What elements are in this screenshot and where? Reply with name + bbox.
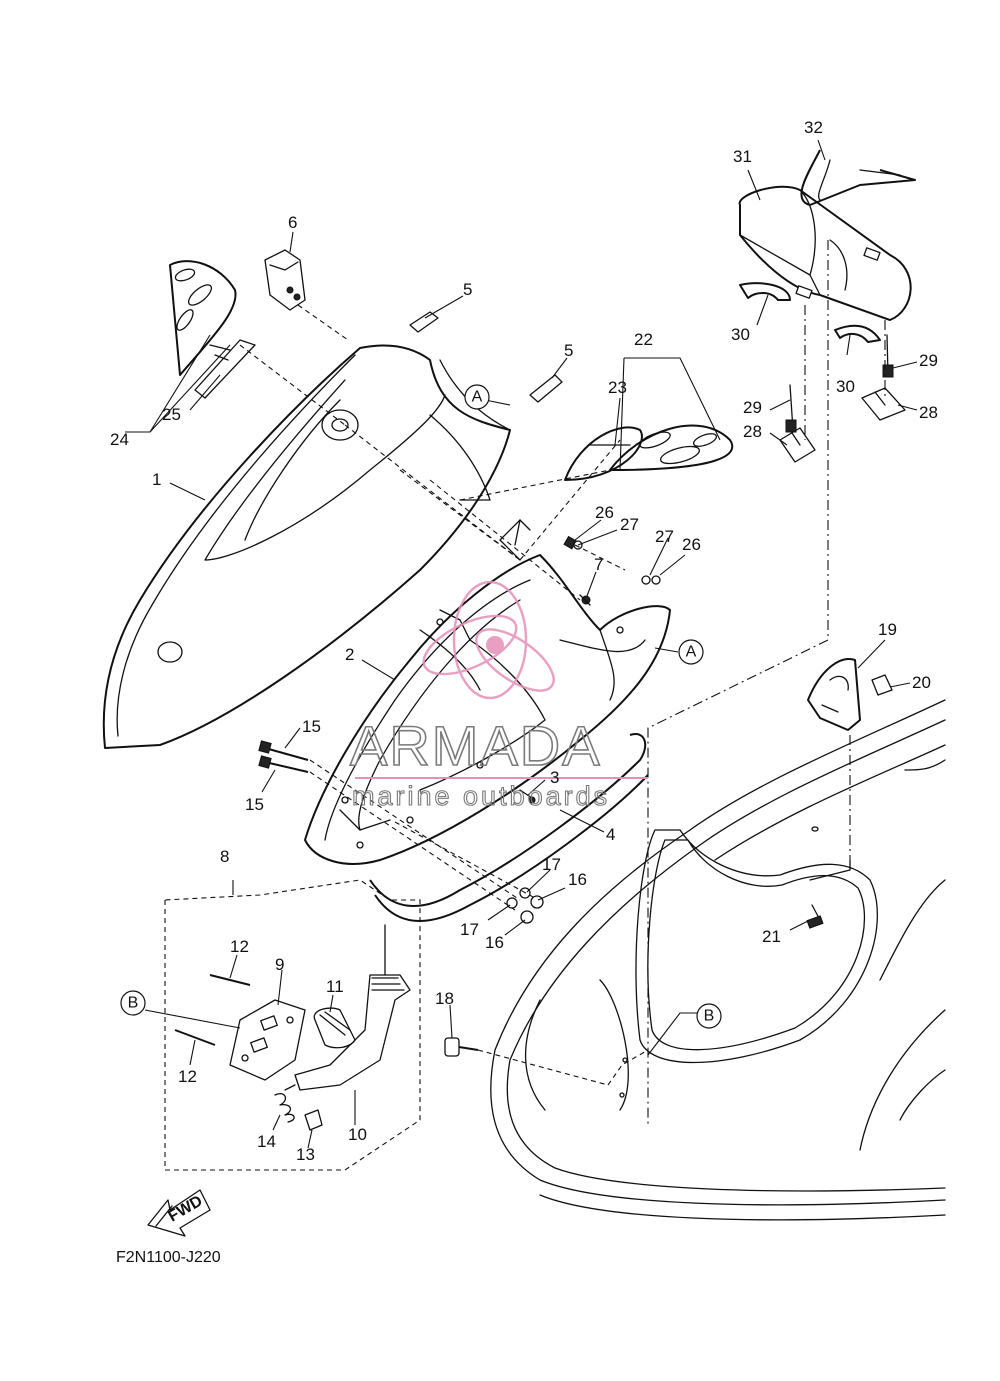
callout-27: 27 bbox=[620, 515, 639, 534]
callout-23: 23 bbox=[608, 378, 627, 397]
callout-29: 29 bbox=[743, 398, 762, 417]
callout-19: 19 bbox=[878, 620, 897, 639]
callout-5b: 5 bbox=[564, 341, 573, 360]
callout-5: 5 bbox=[463, 280, 472, 299]
part-22-vent-cover bbox=[609, 424, 734, 471]
part-14-spring bbox=[274, 1084, 296, 1123]
part-9-latch-plate bbox=[229, 999, 306, 1081]
part-1-hood bbox=[102, 344, 511, 749]
callout-14: 14 bbox=[257, 1132, 276, 1151]
part-7-screw bbox=[579, 594, 591, 606]
reference-marker-b-right: B bbox=[696, 1003, 722, 1029]
svg-text:A: A bbox=[472, 389, 483, 406]
part-18-bolt bbox=[444, 1037, 479, 1057]
callout-9: 9 bbox=[275, 955, 284, 974]
reference-marker-a-top: A bbox=[464, 384, 490, 410]
assembly-lines bbox=[239, 240, 886, 1125]
svg-text:B: B bbox=[128, 995, 139, 1012]
callout-13: 13 bbox=[296, 1145, 315, 1164]
callout-17: 17 bbox=[542, 855, 561, 874]
callout-28b: 28 bbox=[919, 403, 938, 422]
part-13-bushing bbox=[304, 1109, 323, 1131]
callout-18: 18 bbox=[435, 989, 454, 1008]
part-17-washers bbox=[506, 887, 531, 909]
callout-24: 24 bbox=[110, 430, 129, 449]
svg-text:A: A bbox=[686, 644, 697, 661]
callout-25: 25 bbox=[162, 405, 181, 424]
diagram-code: F2N1100-J220 bbox=[116, 1249, 221, 1266]
callout-30: 30 bbox=[731, 325, 750, 344]
part-15-bolts bbox=[258, 740, 309, 773]
part-20-clip bbox=[871, 674, 893, 696]
svg-text:B: B bbox=[704, 1008, 715, 1025]
part-28-holders bbox=[779, 387, 906, 463]
callout-2: 2 bbox=[345, 645, 354, 664]
callout-10: 10 bbox=[348, 1125, 367, 1144]
callout-16b: 16 bbox=[485, 933, 504, 952]
part-30-brackets bbox=[739, 282, 881, 343]
callout-21: 21 bbox=[762, 927, 781, 946]
fwd-arrow: FWD bbox=[147, 1189, 211, 1237]
callout-29b: 29 bbox=[919, 351, 938, 370]
callout-28: 28 bbox=[743, 422, 762, 441]
part-16-nuts bbox=[520, 895, 544, 924]
hull-outline bbox=[490, 699, 946, 1221]
watermark-logo bbox=[422, 580, 555, 700]
watermark-brand: ARMADA bbox=[350, 714, 602, 777]
callout-12: 12 bbox=[230, 937, 249, 956]
callout-11: 11 bbox=[326, 977, 344, 996]
callout-20: 20 bbox=[912, 673, 931, 692]
callout-1: 1 bbox=[152, 470, 161, 489]
part-6-lock bbox=[264, 249, 306, 311]
callout-15b: 15 bbox=[245, 795, 264, 814]
callout-8: 8 bbox=[220, 847, 229, 866]
callout-4: 4 bbox=[606, 825, 615, 844]
callout-22: 22 bbox=[634, 330, 653, 349]
callout-31: 31 bbox=[733, 147, 752, 166]
reference-marker-a-right: A bbox=[678, 639, 704, 665]
callout-32: 32 bbox=[804, 118, 823, 137]
callout-labels: 1 2 3 4 5 5 6 7 8 9 10 11 12 12 13 14 15… bbox=[110, 118, 938, 1164]
part-2-hood-liner bbox=[304, 519, 671, 865]
part-12-pins bbox=[174, 974, 251, 1046]
part-29-rivets bbox=[785, 334, 894, 433]
callout-6: 6 bbox=[288, 213, 297, 232]
callout-7: 7 bbox=[594, 555, 603, 574]
watermark-tagline: marine outboards bbox=[352, 781, 610, 811]
callout-3: 3 bbox=[550, 768, 559, 787]
callout-17b: 17 bbox=[460, 920, 479, 939]
part-19-cover bbox=[807, 658, 861, 731]
part-31-storage-case bbox=[738, 185, 912, 321]
callout-26b: 26 bbox=[682, 535, 701, 554]
part-3-screw bbox=[519, 789, 536, 804]
callout-15: 15 bbox=[302, 717, 321, 736]
part-23-vent-cover bbox=[564, 426, 643, 481]
callout-16: 16 bbox=[568, 870, 587, 889]
leader-lines bbox=[125, 139, 918, 1149]
callout-27b: 27 bbox=[655, 527, 674, 546]
callout-30b: 30 bbox=[836, 377, 855, 396]
watermark: ARMADA marine outboards bbox=[349, 580, 648, 812]
callout-12b: 12 bbox=[178, 1067, 197, 1086]
reference-marker-b-left: B bbox=[120, 990, 146, 1016]
part-26-27-fasteners bbox=[563, 535, 661, 585]
part-11-grip bbox=[313, 1007, 356, 1049]
callout-26: 26 bbox=[595, 503, 614, 522]
part-4-seal bbox=[369, 733, 649, 922]
part-10-lever bbox=[294, 974, 411, 1091]
part-8-latch-kit-box bbox=[164, 879, 421, 1171]
part-32-strap bbox=[800, 149, 916, 206]
part-5-strips bbox=[409, 311, 563, 403]
part-21-bolt bbox=[806, 904, 824, 929]
